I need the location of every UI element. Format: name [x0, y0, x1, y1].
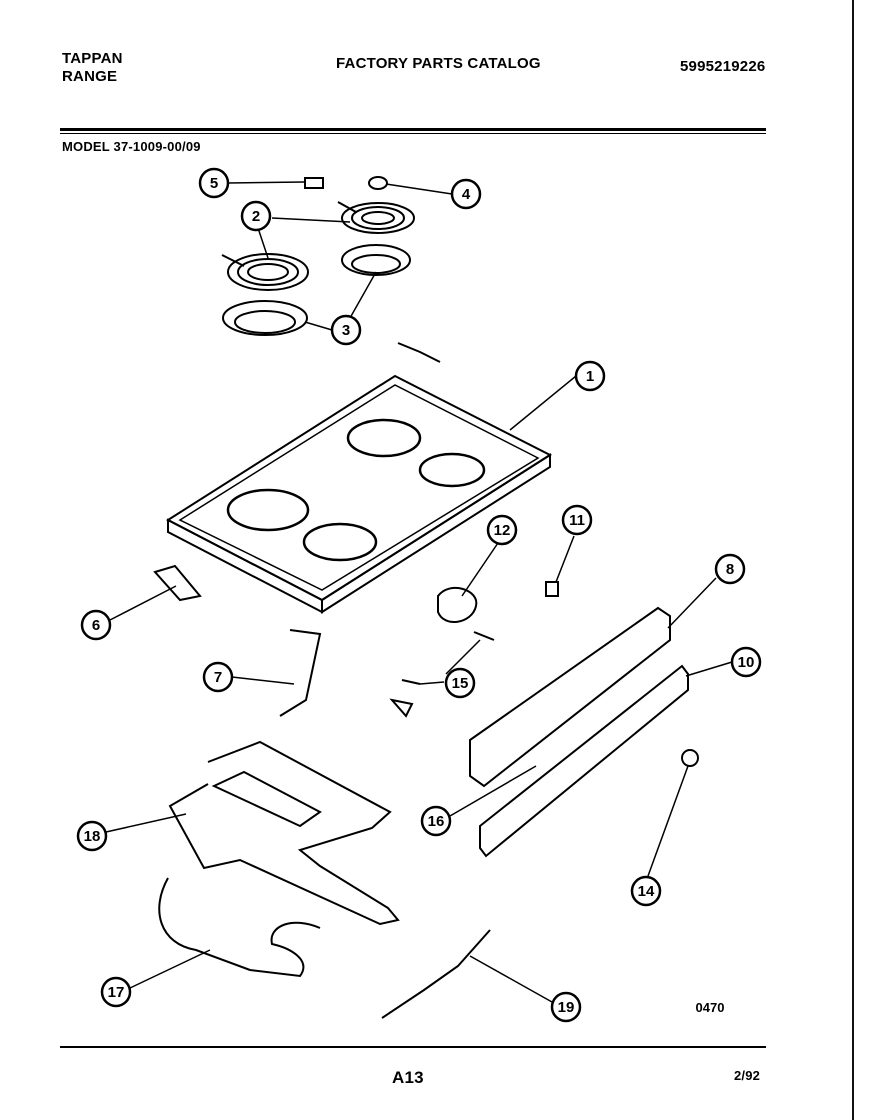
diagram-code: 0470 [696, 1000, 725, 1015]
callout-2: 2 [252, 208, 260, 225]
part-14-shape [681, 749, 699, 767]
part-4-shape [368, 176, 388, 190]
part-18-shape [168, 740, 400, 926]
revision-date: 2/92 [734, 1068, 761, 1083]
part-6-shape [153, 564, 202, 602]
callout-8: 8 [726, 561, 734, 578]
part-5-shape [304, 177, 324, 189]
wire-clip-shape [397, 342, 441, 363]
callout-7: 7 [214, 669, 222, 686]
callout-14: 14 [638, 883, 655, 900]
callout-12: 12 [494, 522, 511, 539]
callout-3: 3 [342, 322, 350, 339]
callout-4: 4 [462, 186, 471, 203]
callout-15: 15 [452, 675, 469, 692]
callout-19: 19 [558, 999, 575, 1016]
part-19-shape [381, 929, 491, 1019]
header-rule-bottom [60, 133, 766, 134]
callout-18: 18 [84, 828, 101, 845]
catalog-number: 5995219226 [680, 58, 766, 75]
brand-block: TAPPAN RANGE [62, 50, 123, 86]
callout-16: 16 [428, 813, 445, 830]
part-15b-shape [473, 631, 495, 641]
surface-element-part [221, 201, 415, 291]
cooktop-part [165, 374, 553, 614]
drip-bowl-part [222, 244, 411, 336]
part-17-shape [158, 877, 321, 978]
leader-lines [105, 181, 733, 1003]
part-18-inner-shape [211, 770, 322, 828]
callout-1: 1 [586, 368, 594, 385]
callout-10: 10 [738, 654, 755, 671]
header-rule-top [60, 128, 766, 131]
part-12-shape [437, 586, 478, 623]
brand-line-2: RANGE [62, 68, 118, 85]
catalog-title: FACTORY PARTS CATALOG [336, 55, 541, 72]
page-number: A13 [392, 1068, 424, 1087]
callout-circles [76, 167, 762, 1023]
callout-17: 17 [108, 984, 125, 1001]
part-7-shape [279, 629, 322, 717]
model-label: MODEL 37-1009-00/09 [62, 139, 201, 154]
callout-11: 11 [569, 512, 585, 529]
brand-line-1: TAPPAN [62, 50, 123, 67]
part-8-shape [469, 606, 671, 788]
footer-rule [60, 1046, 766, 1048]
part-10-shape [479, 664, 689, 858]
callout-5: 5 [210, 175, 218, 192]
part-11-shape [545, 581, 559, 597]
callout-6: 6 [92, 617, 100, 634]
part-15-shape [389, 679, 421, 718]
page-edge [852, 0, 880, 1120]
